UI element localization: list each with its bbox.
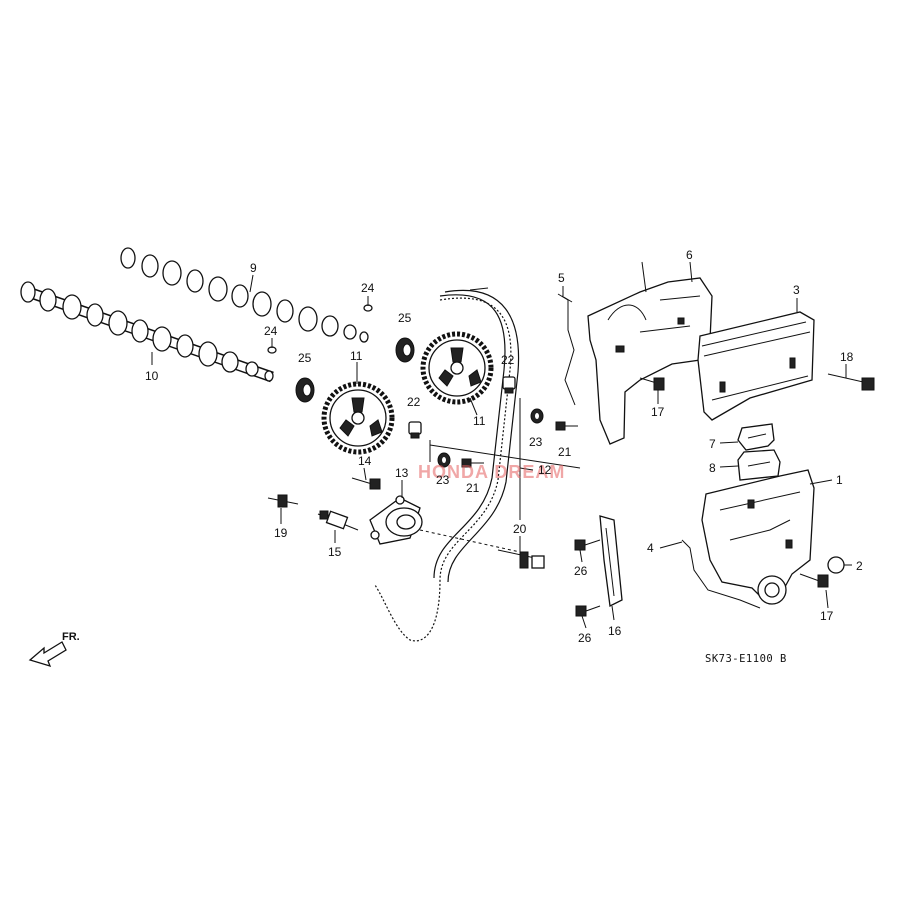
camshaft-lower[interactable] — [20, 281, 274, 383]
callout-25-lower: 25 — [298, 351, 312, 365]
bolt-21-right[interactable] — [555, 421, 578, 431]
watermark-text: HONDA DREAM — [418, 462, 565, 482]
upper-cover-3[interactable] — [697, 311, 815, 421]
callout-20: 20 — [513, 522, 527, 536]
callout-26-lower: 26 — [578, 631, 592, 645]
callout-12: 12 — [538, 463, 552, 477]
callout-21-right: 21 — [558, 445, 572, 459]
front-direction-indicator: FR. — [28, 631, 80, 668]
bolt-17-upper[interactable] — [639, 377, 665, 391]
callout-15: 15 — [328, 545, 342, 559]
callout-18: 18 — [840, 350, 854, 364]
callout-3: 3 — [793, 283, 800, 297]
callout-9: 9 — [250, 261, 257, 275]
adjusting-bolt-15[interactable] — [317, 510, 359, 531]
bolt-26-lower[interactable] — [575, 605, 601, 617]
callout-21-left: 21 — [466, 481, 480, 495]
callout-10: 10 — [145, 369, 159, 383]
callout-23-left: 23 — [436, 473, 450, 487]
bolt-18[interactable] — [827, 373, 875, 391]
callout-8: 8 — [709, 461, 716, 475]
callout-24-lower: 24 — [264, 324, 278, 338]
callout-17-lower: 17 — [820, 609, 834, 623]
bolt-26-upper[interactable] — [574, 539, 601, 551]
callout-22-right: 22 — [501, 353, 515, 367]
callout-22-left: 22 — [407, 395, 421, 409]
bolt-22-left[interactable] — [408, 421, 422, 439]
callout-11-right: 11 — [473, 414, 486, 428]
grommet-7[interactable] — [737, 423, 775, 451]
diagram-code: SK73-E1100 B — [705, 653, 787, 665]
callout-23-right: 23 — [529, 435, 543, 449]
bolt-14[interactable] — [351, 477, 381, 490]
callout-25-upper: 25 — [398, 311, 412, 325]
lower-cover-1[interactable] — [701, 469, 815, 605]
callout-11-left: 11 — [350, 349, 363, 363]
callouts: 1 2 3 4 5 6 7 8 9 10 11 11 12 13 14 15 1… — [145, 248, 863, 645]
timing-cover-gasket-5[interactable] — [557, 293, 576, 406]
washer-23-left[interactable] — [437, 452, 451, 468]
front-arrow-icon — [28, 641, 67, 668]
washer-23-right[interactable] — [530, 408, 544, 424]
callout-14: 14 — [358, 454, 372, 468]
camshaft-seal-upper[interactable] — [395, 337, 415, 363]
timing-belt-tensioner[interactable] — [369, 495, 423, 545]
callout-26-upper: 26 — [574, 564, 588, 578]
stud-19[interactable] — [267, 494, 299, 508]
timing-belt[interactable] — [374, 287, 520, 642]
bolt-22-right[interactable] — [502, 376, 516, 394]
front-label: FR. — [62, 631, 80, 643]
callout-16: 16 — [608, 624, 622, 638]
camshaft-pulley-right[interactable] — [420, 331, 494, 405]
bolt-17-lower[interactable] — [799, 573, 829, 588]
bolt-20[interactable] — [419, 529, 545, 569]
grommet-8[interactable] — [737, 449, 781, 481]
callout-5: 5 — [558, 271, 565, 285]
leader-lines — [151, 261, 852, 629]
callout-4: 4 — [647, 541, 654, 555]
callout-13: 13 — [395, 466, 409, 480]
callout-24-upper: 24 — [361, 281, 375, 295]
cap-2[interactable] — [827, 556, 845, 574]
callout-7: 7 — [709, 437, 716, 451]
middle-cover-6[interactable] — [587, 261, 713, 445]
camshaft-upper[interactable] — [120, 247, 369, 343]
camshaft-pulley-left[interactable] — [321, 381, 395, 455]
guide-plate-16[interactable] — [599, 515, 623, 607]
bolt-21-left[interactable] — [461, 458, 484, 468]
camshaft-seal-lower[interactable] — [295, 377, 315, 403]
callout-1: 1 — [836, 473, 843, 487]
callout-2: 2 — [856, 559, 863, 573]
lower-cover-gasket-4[interactable] — [681, 539, 761, 609]
callout-19: 19 — [274, 526, 288, 540]
callout-6: 6 — [686, 248, 693, 262]
callout-17-upper: 17 — [651, 405, 665, 419]
